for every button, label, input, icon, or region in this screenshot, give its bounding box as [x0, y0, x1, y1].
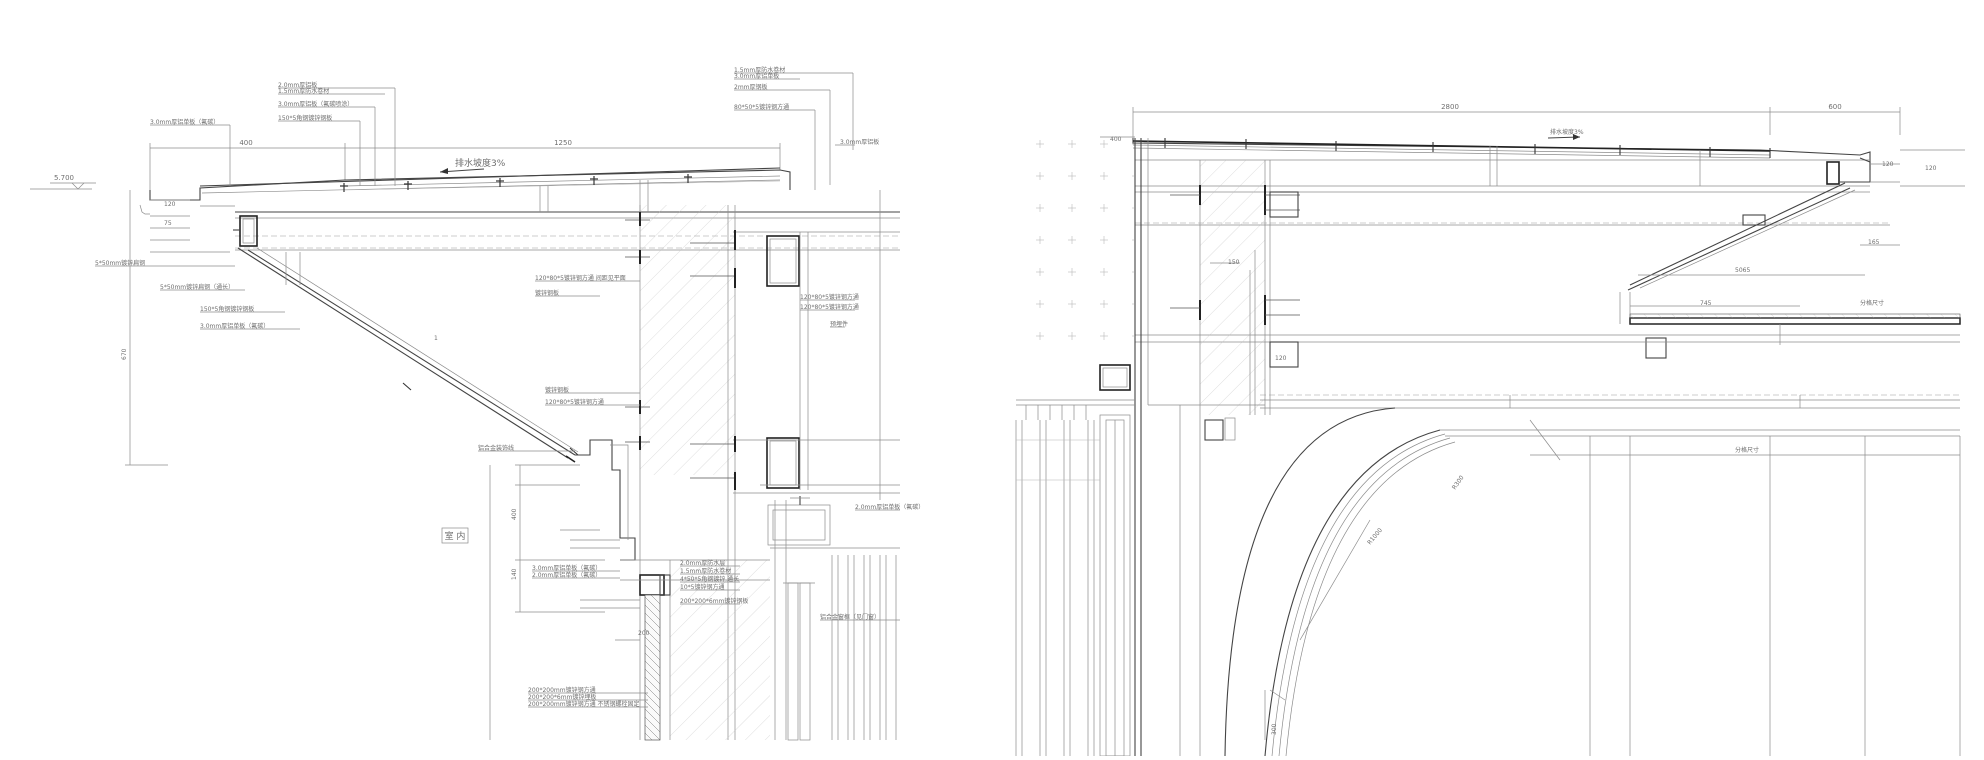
dim-300-right: 300: [1271, 723, 1278, 735]
callouts-top-right: 1.5mm厚防水卷材 3.0mm厚铝单板 2mm厚钢板 80*50*5镀锌钢方通…: [734, 66, 924, 621]
slope-note-right: 排水坡度3%: [1550, 128, 1584, 136]
lower-sill-detail: [575, 439, 900, 741]
callout-30: 10*5镀锌钢方通: [680, 583, 724, 591]
callout-1: 3.0mm厚铝单板（氟碳）: [150, 118, 219, 126]
elevation-label: 5.700: [54, 174, 74, 182]
slope-note-left: 排水坡度3%: [455, 157, 506, 169]
dim-120-right-b: 120: [1925, 165, 1937, 172]
elevation-marker: 5.700: [30, 174, 96, 190]
callout-34: 200*200mm镀锌钢方通 不锈钢螺栓固定: [528, 700, 640, 708]
callout-9: 3.0mm厚铝单板（氟碳）: [200, 322, 269, 330]
soffit-slope-tick: 1: [434, 335, 438, 342]
callout-8: 150*5角钢镀锌钢板: [200, 305, 254, 313]
grid-size-label-1: 分格尺寸: [1860, 299, 1884, 307]
right-top-dimension: 2800 600 400: [1100, 103, 1901, 143]
callout-12: 120*80*5镀锌钢方通: [800, 293, 859, 301]
dim-165: 165: [1868, 239, 1880, 246]
callout-4: 3.0mm厚铝板（氟碳喷涂）: [278, 100, 353, 108]
callout-10: 120*80*5镀锌钢方通 间距见平面: [535, 274, 626, 282]
callouts-bottom: 3.0mm厚铝单板（氟碳） 2.0mm厚铝单板（氟碳） 2.0mm厚防水层 1.…: [528, 559, 748, 708]
callout-14: 预埋件: [830, 320, 848, 328]
callout-17: 铝合金装饰线: [478, 444, 514, 452]
dim-5065: 5065: [1735, 267, 1750, 274]
dim-2800: 2800: [1441, 103, 1459, 111]
dim-120-right-a: 120: [1882, 161, 1894, 168]
right-window-frames: [1015, 364, 1236, 757]
dim-200: 200: [638, 630, 650, 637]
curved-canopy-plan: 分格尺寸 R300 R1000 300: [1224, 407, 1961, 757]
callout-2: 2.0mm厚铝板: [278, 81, 317, 89]
right-section-detail: 2800 600 400 排水坡度3%: [1015, 103, 1965, 757]
radius-r1000: R1000: [1366, 527, 1384, 547]
dim-400-left: 400: [511, 508, 518, 520]
callouts-middle: 120*80*5镀锌钢方通 间距见平面 镀锌钢板 120*80*5镀锌钢方通 1…: [478, 274, 859, 452]
right-edge-flashing: 120 120: [1826, 149, 1965, 187]
dim-120: 120: [164, 201, 176, 208]
dim-600: 600: [1828, 103, 1841, 111]
radius-r300: R300: [1451, 474, 1466, 491]
callout-15: 镀锌钢板: [545, 386, 569, 394]
steel-tubes: [625, 190, 900, 500]
grid-size-label-2: 分格尺寸: [1735, 446, 1759, 454]
callout-27: 2.0mm厚防水层: [680, 559, 725, 567]
callout-29: 4*50*5角钢镀锌 通长: [680, 575, 739, 583]
dim-75: 75: [164, 220, 172, 227]
callout-6: 5*50mm镀锌扁钢: [95, 259, 145, 267]
callout-28: 1.5mm厚防水卷材: [680, 567, 731, 575]
dim-400-right: 400: [1110, 136, 1122, 143]
callout-26: 2.0mm厚铝单板（氟碳）: [532, 571, 601, 579]
dim-745: 745: [1700, 300, 1712, 307]
callouts-top-left: 3.0mm厚铝单板（氟碳） 2.0mm厚铝板 1.5mm厚防水卷材 3.0mm厚…: [95, 81, 396, 330]
left-vertical-dimensions: 670 120 75 400 140 200: [121, 190, 650, 740]
callout-31: 200*200*6mm镀锌钢板: [680, 597, 748, 605]
room-label-box: 室 内: [441, 527, 469, 544]
callout-19: 3.0mm厚铝单板: [734, 72, 779, 80]
callout-33: 200*200*6mm镀锌埋板: [528, 693, 596, 701]
diagonal-bracket: 165 5065: [1619, 182, 1900, 324]
callout-11: 镀锌钢板: [535, 289, 559, 297]
top-dimension: 400 1250: [149, 139, 781, 200]
callout-7: 5*50mm镀锌扁钢（通长）: [160, 283, 234, 291]
callout-25: 3.0mm厚铝单板（氟碳）: [532, 564, 601, 572]
left-section-detail: 5.700 400 1250: [30, 66, 924, 741]
dim-140: 140: [511, 568, 518, 580]
callout-16: 120*80*5镀锌钢方通: [545, 398, 604, 406]
right-column: 150 120: [1134, 138, 1300, 756]
callout-22: 3.0mm厚铝板: [840, 138, 879, 146]
dim-1250: 1250: [554, 139, 572, 147]
callout-32: 200*200mm镀锌钢方通: [528, 686, 596, 694]
callout-24: 铝合金窗框（见门窗）: [820, 613, 880, 621]
dim-150-right: 150: [1228, 259, 1240, 266]
callout-21: 80*50*5镀锌钢方通: [734, 103, 789, 111]
wall-hatch: [639, 205, 787, 740]
callout-13: 120*80*5镀锌钢方通: [800, 303, 859, 311]
callout-18: 1.5mm厚防水卷材: [734, 66, 785, 74]
sloped-soffit: 1: [237, 247, 579, 463]
callout-20: 2mm厚钢板: [734, 83, 768, 91]
callout-3: 1.5mm厚防水卷材: [278, 87, 329, 95]
cross-pattern-area: [1016, 130, 1134, 360]
dim-670: 670: [121, 348, 128, 360]
ceiling-panel-strip: 745 分格尺寸: [1135, 299, 1961, 409]
dim-120-col: 120: [1275, 355, 1287, 362]
dim-400: 400: [239, 139, 252, 147]
fascia-box: [233, 215, 258, 247]
callout-23: 2.0mm厚铝单板（氟碳）: [855, 503, 924, 511]
callout-5: 150*5角钢镀锌钢板: [278, 114, 332, 122]
room-label: 室 内: [445, 530, 466, 542]
